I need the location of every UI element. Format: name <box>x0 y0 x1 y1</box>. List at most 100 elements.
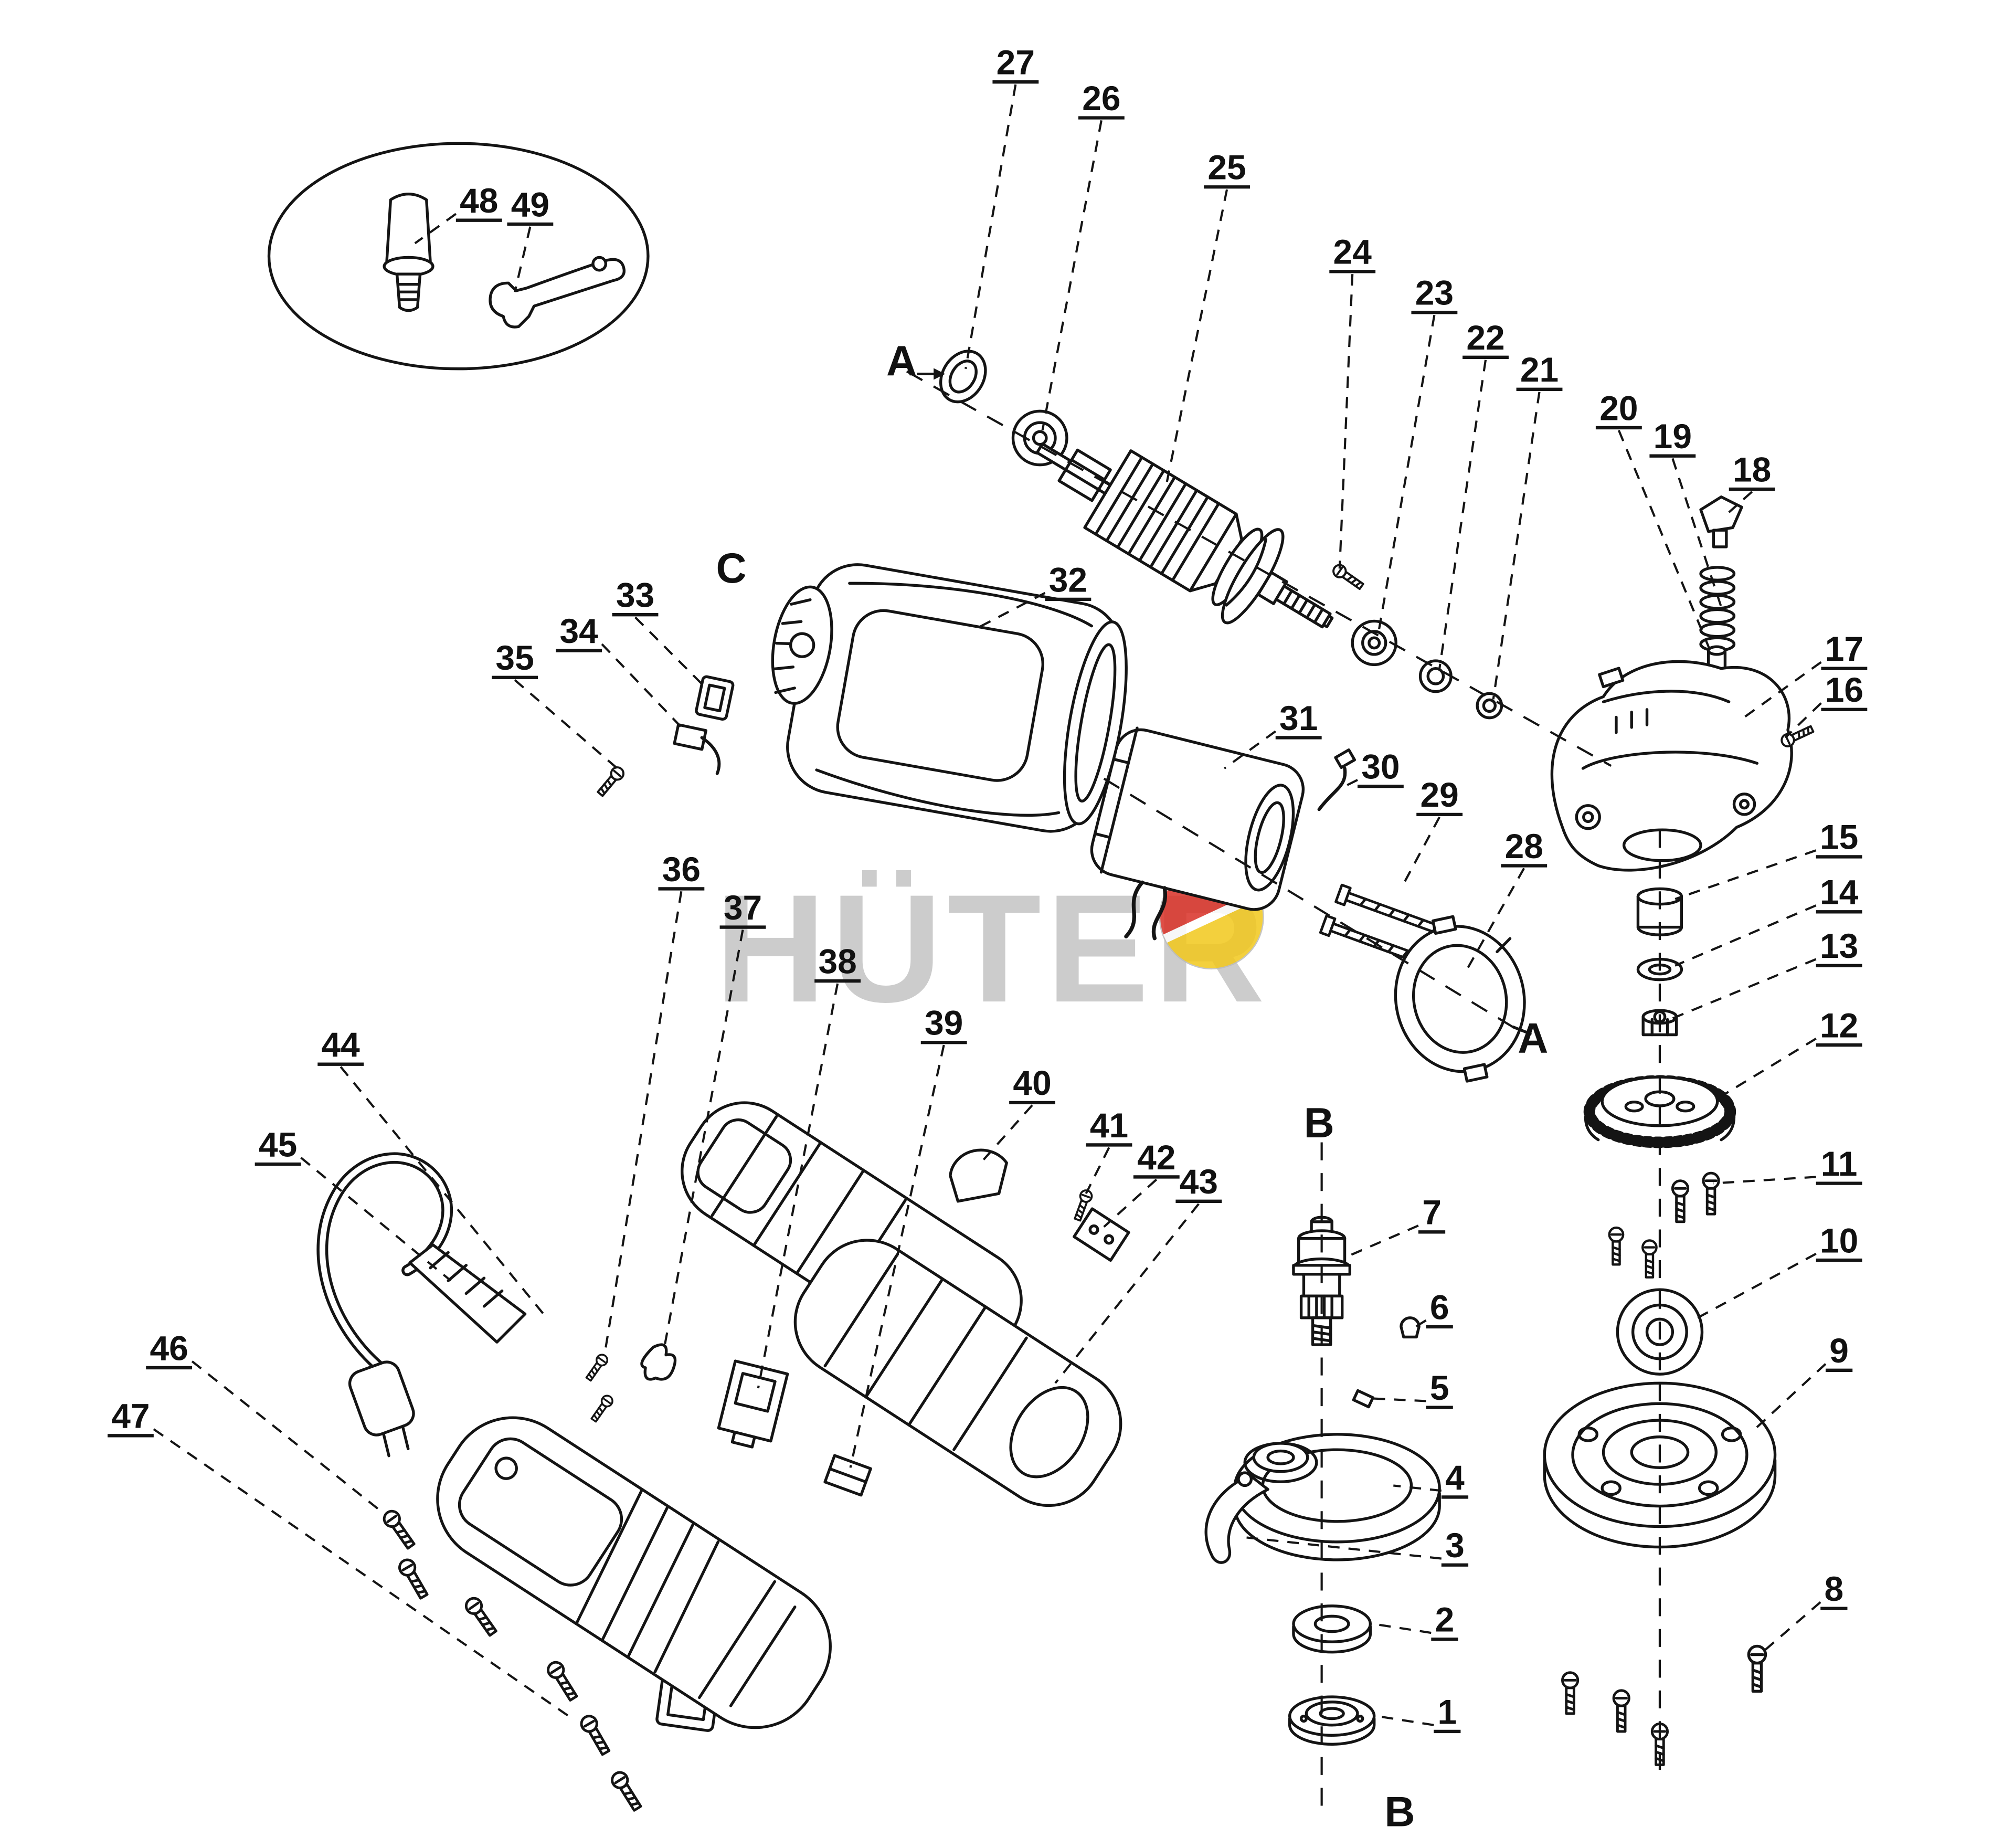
leader-line <box>1103 1178 1158 1228</box>
diagram-line-art <box>267 142 1815 1812</box>
center-axis-lines <box>906 370 1661 1809</box>
part-callout-35: 35 <box>492 638 618 769</box>
pin-part <box>1352 1389 1375 1409</box>
part-callout-25: 25 <box>1164 148 1250 490</box>
leader-line <box>601 643 687 734</box>
part-callout-24: 24 <box>1329 233 1376 569</box>
part-number-40: 40 <box>1013 1063 1051 1102</box>
part-number-17: 17 <box>1825 629 1863 668</box>
part-callout-5: 5 <box>1373 1368 1453 1409</box>
part-number-32: 32 <box>1049 560 1087 599</box>
leader-line <box>1728 491 1753 513</box>
leader-line <box>1669 958 1817 1021</box>
part-number-3: 3 <box>1445 1526 1465 1565</box>
part-number-20: 20 <box>1599 388 1638 427</box>
part-callout-42: 42 <box>1103 1138 1180 1228</box>
leader-line <box>1372 1622 1432 1634</box>
part-number-7: 7 <box>1422 1193 1442 1232</box>
baffle-plate-part <box>1394 915 1532 1083</box>
leader-line <box>849 1044 945 1468</box>
part-callout-43: 43 <box>1054 1162 1222 1384</box>
leader-line <box>1751 1363 1827 1433</box>
leader-line <box>1758 1601 1821 1656</box>
part-callout-20: 20 <box>1595 388 1713 657</box>
part-callout-37: 37 <box>662 888 766 1353</box>
part-number-4: 4 <box>1445 1458 1465 1497</box>
part-number-14: 14 <box>1820 873 1859 912</box>
part-number-18: 18 <box>1733 450 1771 489</box>
leader-line <box>1376 314 1436 636</box>
part-number-31: 31 <box>1279 699 1318 737</box>
part-number-10: 10 <box>1820 1221 1858 1260</box>
leader-line <box>1223 730 1276 769</box>
leader-line <box>634 616 708 690</box>
backing-washer-part <box>1292 1604 1372 1654</box>
leader-line <box>1492 392 1541 700</box>
gear-screws-part <box>1609 1173 1719 1277</box>
switch-trigger-part <box>949 1148 1008 1203</box>
leader-line <box>978 1104 1033 1166</box>
part-callout-33: 33 <box>612 576 708 690</box>
part-number-25: 25 <box>1207 148 1246 187</box>
part-callout-39: 39 <box>849 1004 967 1468</box>
part-number-45: 45 <box>259 1125 297 1164</box>
part-callout-31: 31 <box>1223 699 1322 769</box>
cord-protector-part <box>408 1243 527 1344</box>
washer-part-22 <box>1418 659 1453 693</box>
leader-line <box>1690 1252 1817 1323</box>
part-callout-10: 10 <box>1690 1221 1862 1323</box>
part-number-23: 23 <box>1415 273 1454 312</box>
part-number-5: 5 <box>1430 1368 1449 1407</box>
leader-line <box>1373 1397 1426 1402</box>
part-number-28: 28 <box>1505 827 1543 865</box>
part-callout-21: 21 <box>1492 350 1563 700</box>
switch-plate-part <box>1073 1207 1130 1262</box>
leader-line <box>1671 458 1723 608</box>
part-callout-38: 38 <box>757 942 861 1389</box>
accessory-kit <box>267 142 650 371</box>
leader-line <box>965 84 1017 369</box>
part-callout-36: 36 <box>603 850 705 1355</box>
part-number-9: 9 <box>1829 1331 1849 1370</box>
part-callout-40: 40 <box>978 1063 1056 1166</box>
part-number-30: 30 <box>1361 747 1400 786</box>
part-callout-46: 46 <box>146 1328 385 1515</box>
clamp-nut-part <box>1288 1695 1376 1746</box>
leader-line <box>514 679 618 769</box>
part-callout-28: 28 <box>1467 827 1548 969</box>
switch-button-part <box>823 1454 872 1497</box>
switch-block-part <box>717 1359 789 1449</box>
part-number-41: 41 <box>1090 1106 1128 1145</box>
rear-handle-housing-part <box>436 1416 832 1729</box>
leader-line <box>1085 1147 1110 1195</box>
part-callout-49: 49 <box>507 185 554 292</box>
part-callout-12: 12 <box>1721 1006 1862 1097</box>
part-number-47: 47 <box>111 1397 150 1435</box>
part-callout-11: 11 <box>1713 1144 1862 1185</box>
leader-line <box>1344 1224 1419 1259</box>
stator-part <box>1090 726 1305 941</box>
spring-part <box>1699 566 1736 652</box>
part-number-21: 21 <box>1520 350 1559 389</box>
part-number-24: 24 <box>1333 233 1372 271</box>
leader-line <box>153 1428 569 1717</box>
leader-line <box>1239 1536 1442 1560</box>
part-number-38: 38 <box>818 942 856 980</box>
part-number-37: 37 <box>724 888 762 927</box>
part-number-15: 15 <box>1820 818 1858 857</box>
section-label-b-bottom: B <box>1384 1789 1415 1836</box>
part-callout-32: 32 <box>972 560 1091 631</box>
part-number-43: 43 <box>1180 1162 1218 1201</box>
leader-line <box>1054 1203 1200 1384</box>
part-number-48: 48 <box>460 181 498 220</box>
part-number-19: 19 <box>1654 417 1692 456</box>
brush-screw-part <box>596 765 626 798</box>
part-number-42: 42 <box>1137 1138 1175 1177</box>
leader-line <box>662 930 744 1353</box>
part-callout-4: 4 <box>1393 1458 1469 1499</box>
section-label-a-top: A <box>886 337 917 385</box>
part-callout-14: 14 <box>1675 873 1862 967</box>
leader-line <box>1338 274 1354 569</box>
side-handle-part <box>383 193 434 312</box>
